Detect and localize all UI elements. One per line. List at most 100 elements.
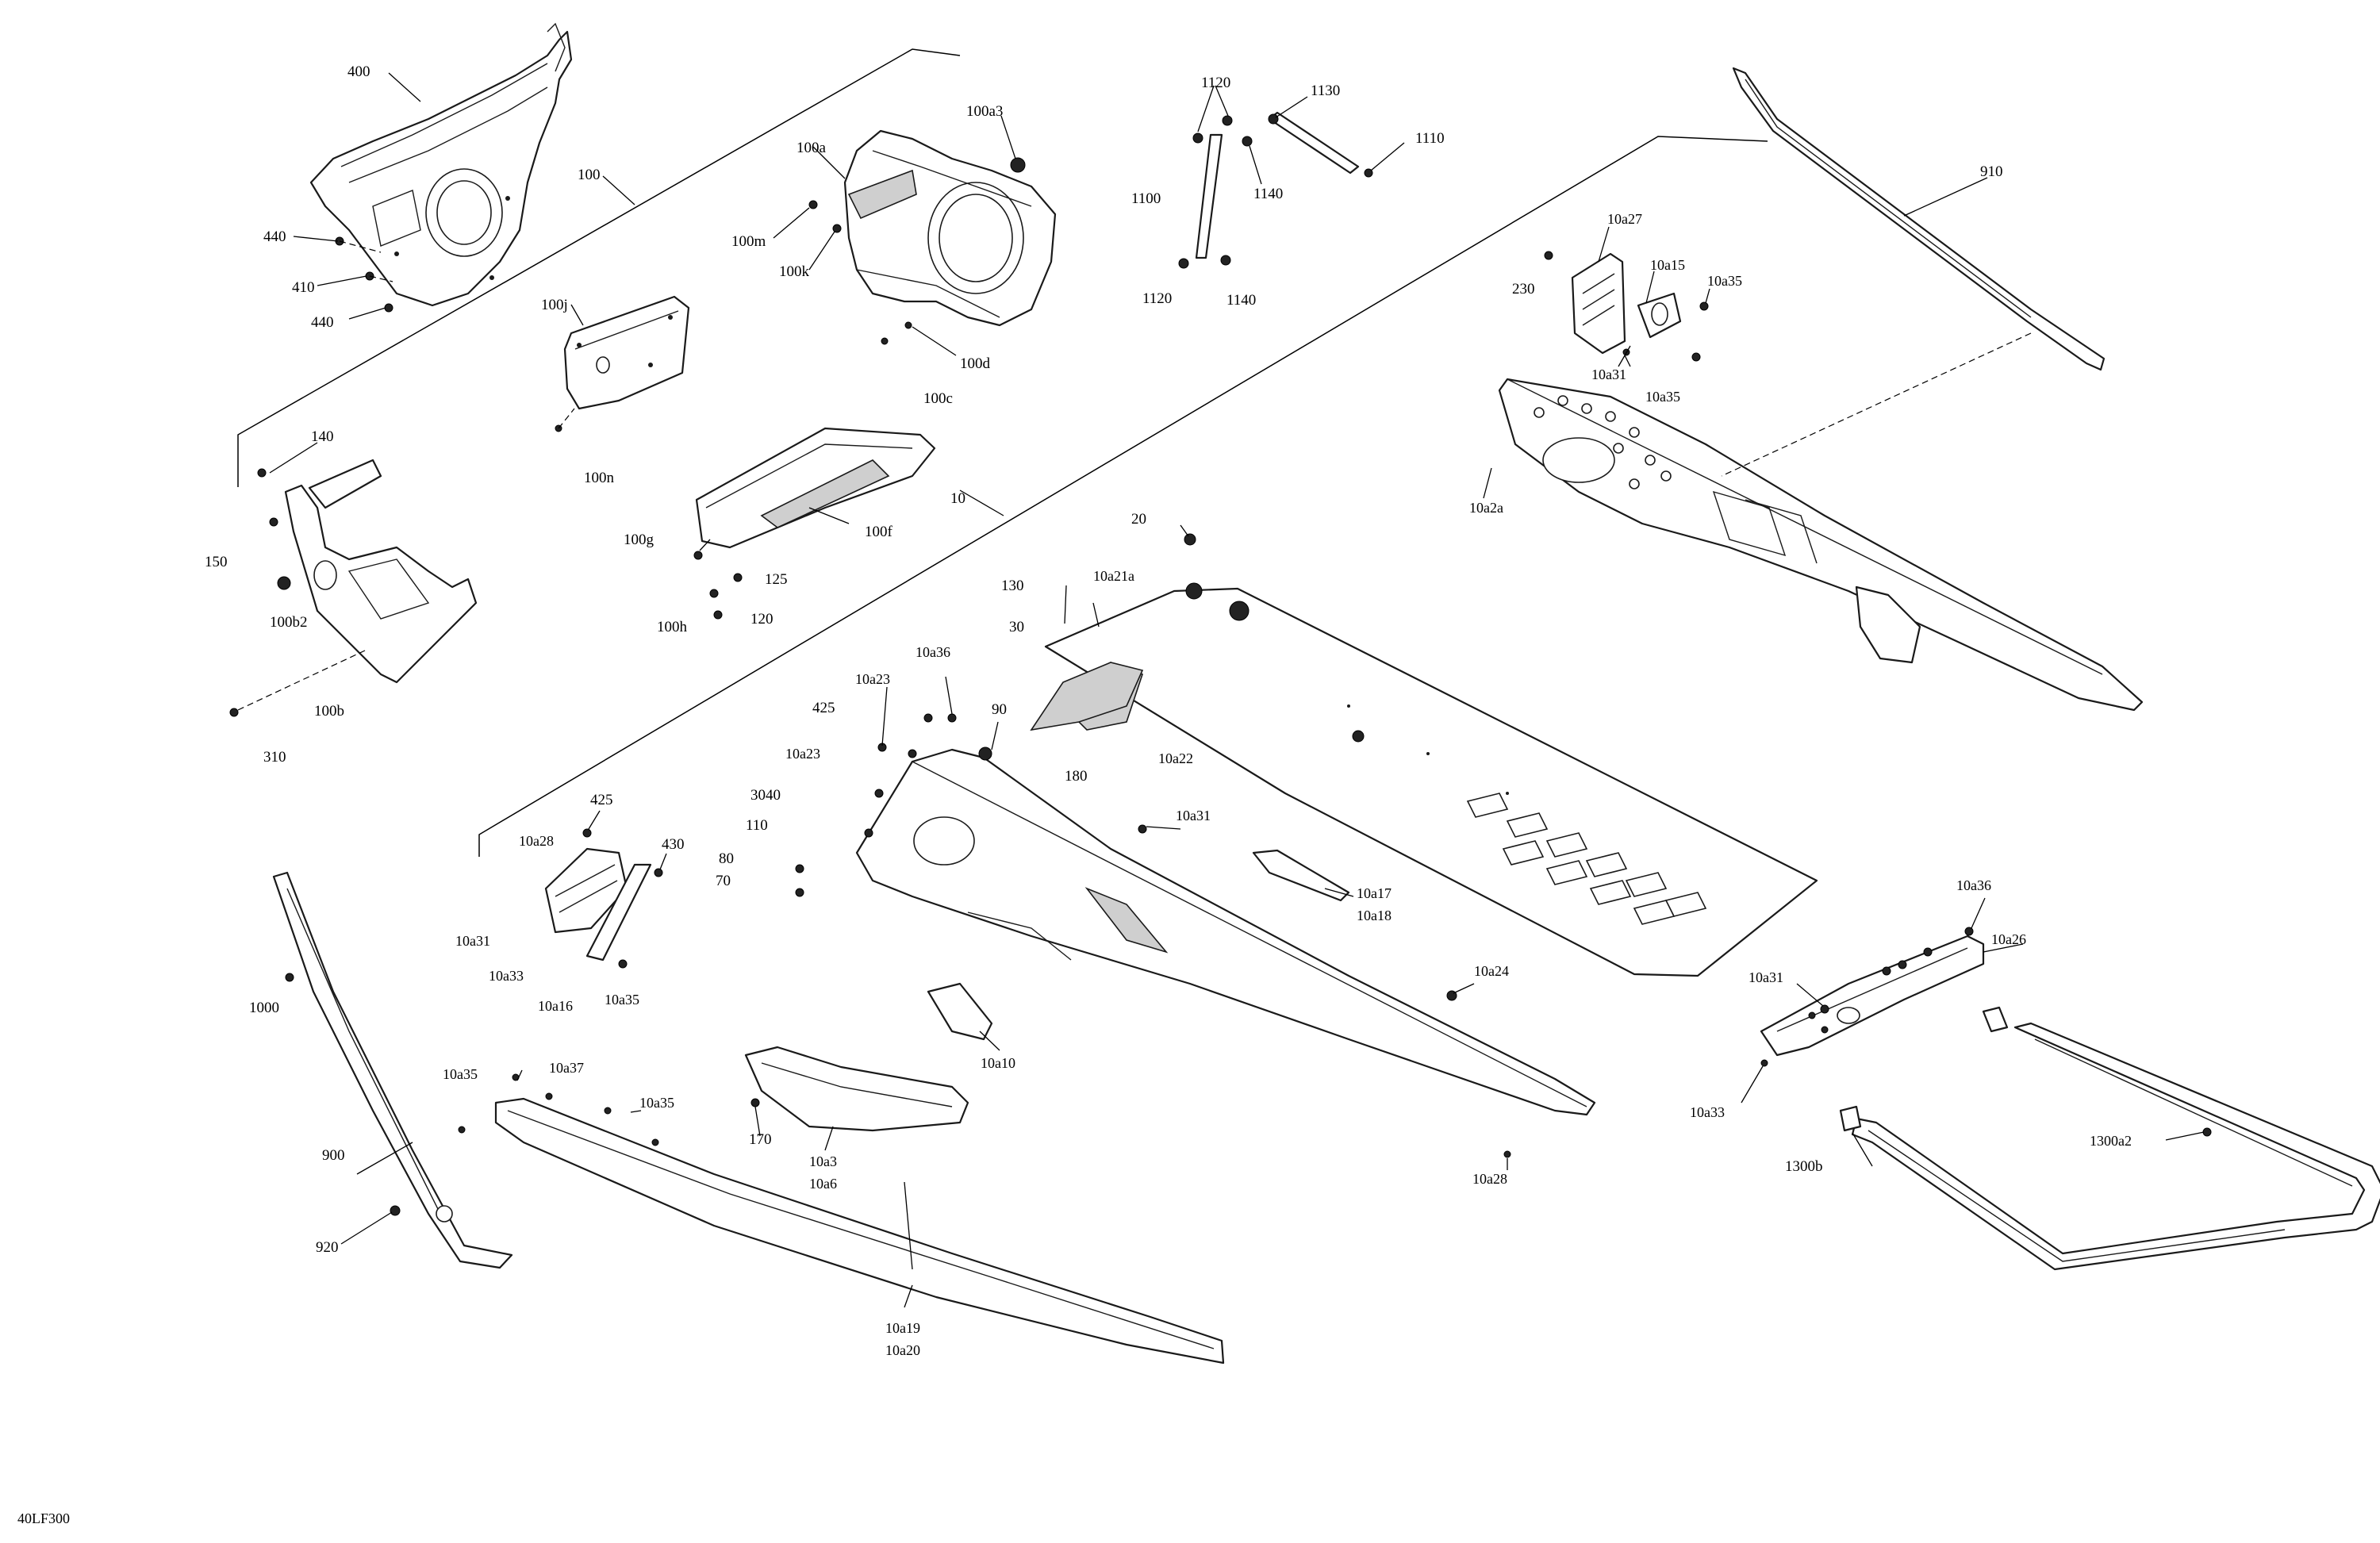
- leg-900: [272, 871, 513, 1269]
- callout-425-lower: 425: [590, 792, 613, 808]
- callout-920: 920: [316, 1239, 339, 1256]
- callout-130: 130: [1001, 578, 1024, 594]
- callout-10a26: 10a26: [1991, 931, 2026, 947]
- callout-110: 110: [746, 817, 768, 834]
- plate-100j: [555, 295, 690, 432]
- callout-100f: 100f: [865, 524, 893, 540]
- callout-10a15: 10a15: [1650, 257, 1685, 273]
- callout-425-upper: 425: [812, 700, 835, 716]
- callout-100a3: 100a3: [966, 103, 1003, 120]
- callout-10a23-upper: 10a23: [855, 671, 890, 687]
- callout-230: 230: [1512, 281, 1535, 297]
- callout-400: 400: [347, 63, 370, 80]
- callout-10a20: 10a20: [885, 1342, 920, 1358]
- callout-410: 410: [292, 279, 315, 296]
- callout-1100: 1100: [1131, 190, 1161, 207]
- callout-10a33-left: 10a33: [489, 968, 524, 984]
- callout-10a31-mid: 10a31: [1176, 808, 1211, 823]
- rail-910: [1732, 67, 2106, 371]
- callout-1130: 1130: [1311, 83, 1340, 99]
- callout-80: 80: [719, 850, 734, 867]
- plate-10a10: [927, 982, 993, 1041]
- callout-10a36-right: 10a36: [1956, 877, 1991, 893]
- callout-430: 430: [662, 836, 685, 853]
- callout-150: 150: [205, 554, 228, 570]
- bracket-10a3: [744, 1046, 969, 1132]
- callout-100: 100: [578, 167, 601, 183]
- callout-1300b: 1300b: [1785, 1158, 1823, 1175]
- callout-910: 910: [1980, 163, 2003, 180]
- callout-100b2: 100b2: [270, 614, 308, 631]
- callout-100m: 100m: [731, 233, 766, 250]
- tunnel-side-panel: [795, 713, 1596, 1158]
- dash-910-to-10a2a: [1721, 332, 2032, 477]
- callout-1110: 1110: [1415, 130, 1445, 147]
- callout-10a33-right: 10a33: [1690, 1104, 1725, 1120]
- callout-10a35-upper: 10a35: [1707, 273, 1742, 289]
- callout-10a31-right: 10a31: [1749, 969, 1783, 985]
- bracket-10a27: [1544, 251, 1709, 362]
- callout-10a18: 10a18: [1357, 908, 1392, 923]
- callout-70: 70: [716, 873, 731, 889]
- callout-10a35-left: 10a35: [605, 992, 639, 1008]
- callout-10a19: 10a19: [885, 1320, 920, 1336]
- callout-20: 20: [1131, 511, 1146, 528]
- callout-100b: 100b: [314, 703, 344, 720]
- callout-310: 310: [263, 749, 286, 766]
- callout-100a: 100a: [797, 140, 827, 156]
- callout-100n: 100n: [584, 470, 615, 486]
- callout-10a22: 10a22: [1158, 750, 1193, 766]
- callout-900: 900: [322, 1147, 345, 1164]
- callout-10a10: 10a10: [981, 1055, 1015, 1071]
- frame-100b: [229, 459, 478, 717]
- callout-10a17: 10a17: [1357, 885, 1392, 901]
- callout-10a24: 10a24: [1474, 963, 1509, 979]
- callout-10a27: 10a27: [1607, 211, 1642, 227]
- callout-100g: 100g: [624, 532, 654, 548]
- callout-90: 90: [992, 701, 1007, 718]
- bracket-10a28: [544, 828, 663, 969]
- callout-1300a2: 1300a2: [2090, 1133, 2132, 1149]
- callout-100k: 100k: [779, 263, 810, 280]
- callout-440-lower: 440: [311, 314, 334, 331]
- callout-1120-lower: 1120: [1142, 290, 1172, 307]
- link-10a17: [1252, 849, 1350, 902]
- callout-1140-lower: 1140: [1226, 292, 1256, 309]
- callout-100h: 100h: [657, 619, 688, 635]
- callout-10a28-right: 10a28: [1472, 1171, 1507, 1187]
- running-board-10a19: [458, 1073, 1225, 1365]
- callout-1000: 1000: [249, 1000, 279, 1016]
- bumper-1300: [1839, 1006, 2380, 1271]
- callout-180: 180: [1065, 768, 1088, 785]
- callout-1140-upper: 1140: [1253, 186, 1283, 202]
- callout-100c: 100c: [923, 390, 953, 407]
- group-bracket-lines: [237, 48, 1768, 857]
- callout-labels: 400 100 440 410 440 100j 100n 100a 100a3…: [17, 63, 2132, 1526]
- callout-10a3: 10a3: [809, 1153, 837, 1169]
- steering-rods-1100-1110: [1178, 111, 1373, 269]
- callout-10a35-mid: 10a35: [1645, 389, 1680, 405]
- callout-10a31-upper: 10a31: [1591, 367, 1626, 382]
- callout-170: 170: [749, 1131, 772, 1148]
- callout-120: 120: [750, 611, 774, 628]
- bracket-100f: [693, 427, 936, 620]
- leader-lines: [269, 72, 2205, 1308]
- callout-10a28-left: 10a28: [519, 833, 554, 849]
- callout-10a16: 10a16: [538, 998, 573, 1014]
- callout-100d: 100d: [960, 355, 991, 372]
- callout-30: 30: [1009, 619, 1024, 635]
- cover-10a22: [1030, 662, 1144, 731]
- callout-10a23-lower: 10a23: [785, 746, 820, 762]
- front-frame-400: [309, 22, 573, 307]
- callout-3040: 3040: [750, 787, 781, 804]
- callout-10a2a: 10a2a: [1469, 500, 1503, 516]
- side-panel-10a2a: [1498, 378, 2144, 712]
- callout-10a6: 10a6: [809, 1176, 837, 1192]
- callout-10a37: 10a37: [549, 1060, 584, 1076]
- callout-125: 125: [765, 571, 788, 588]
- housing-100a: [808, 129, 1057, 345]
- callout-10a31-left: 10a31: [455, 933, 490, 949]
- callout-10a35-board-right: 10a35: [639, 1095, 674, 1111]
- callout-10a21a: 10a21a: [1093, 568, 1134, 584]
